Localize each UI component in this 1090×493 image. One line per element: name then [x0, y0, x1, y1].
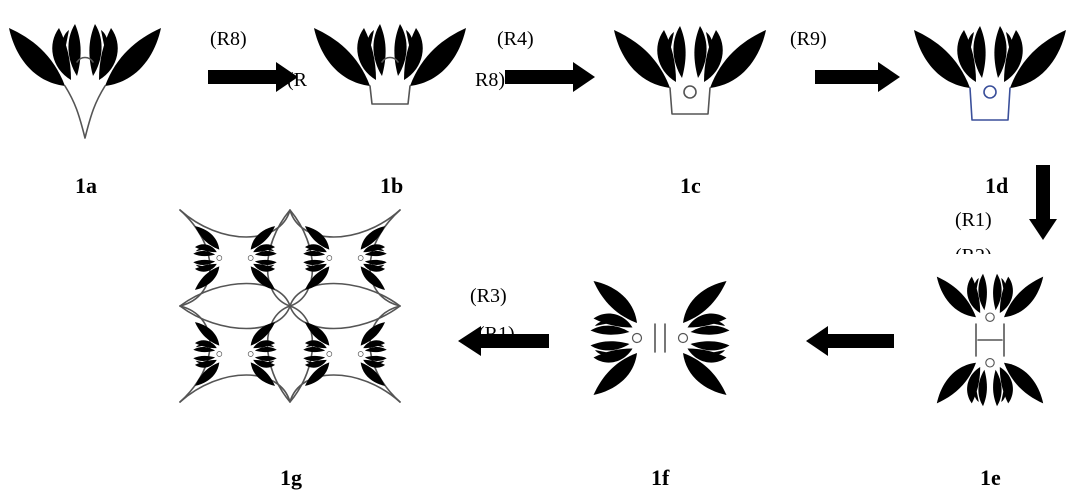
arrow-a-to-b [208, 70, 278, 84]
motif-1a [9, 24, 161, 139]
rule-label-b-partial-right: R8) [475, 69, 505, 91]
panel-label-1c: 1c [680, 173, 701, 198]
panel-label-1a: 1a [75, 173, 97, 198]
arrow-f-to-g [479, 334, 549, 348]
panel-label-1d: 1d [985, 173, 1008, 198]
arrow-a-to-b-head [276, 62, 298, 92]
arrow-d-to-e [1036, 165, 1050, 221]
panel-label-1e: 1e [980, 465, 1001, 490]
rule-label-f-to-g-bottom-box: (R1) [478, 323, 515, 345]
panel-label-1g: 1g [280, 465, 302, 490]
motif-1b [314, 24, 466, 105]
rule-label-a-to-b: (R8) [210, 28, 247, 50]
panel-label-1b: 1b [380, 173, 403, 198]
arrow-c-to-d [815, 70, 880, 84]
rule-label-f-to-g-top: (R3) [470, 285, 507, 307]
motif-1f [590, 281, 730, 395]
panel-label-1f: 1f [651, 465, 670, 490]
arrow-e-to-f-head [806, 326, 828, 356]
rule-label-b-partial-left: (R [287, 69, 308, 91]
rule-label-b-to-c: (R4) [497, 28, 534, 50]
rule-label-f-to-g-bottom: (R1) [478, 323, 515, 345]
rule-label-d-to-e: (R1) [955, 209, 992, 231]
motif-1d [914, 26, 1066, 121]
motif-1g [179, 209, 401, 403]
rule-label-c-to-d: (R9) [790, 28, 827, 50]
arrow-e-to-f [826, 334, 894, 348]
arrow-b-to-c [505, 70, 575, 84]
motif-1c [614, 26, 766, 115]
arrow-b-to-c-head [573, 62, 595, 92]
arrow-f-to-g-head [458, 326, 481, 356]
arrow-c-to-d-head [878, 62, 900, 92]
rule-label-d-to-e-clipped-box: (R2) [955, 245, 992, 267]
rule-label-d-to-e-clipped: (R2) [955, 245, 992, 267]
motif-1e [936, 273, 1044, 407]
arrow-d-to-e-head [1029, 219, 1057, 240]
